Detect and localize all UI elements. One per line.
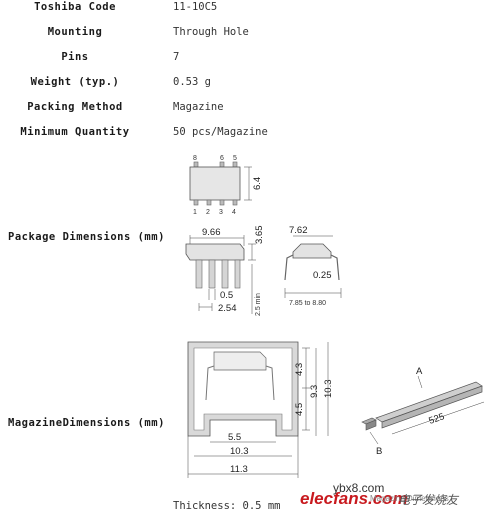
spec-label-packing-method: Packing Method xyxy=(27,101,123,113)
spec-value-pins: 7 xyxy=(173,51,180,63)
spec-label-pins: Pins xyxy=(61,51,89,63)
pin-label-6: 6 xyxy=(220,155,224,162)
dim-magazine-w2: 10.3 xyxy=(230,446,249,457)
dim-lead-thickness: 0.25 xyxy=(313,270,332,281)
callout-a: A xyxy=(416,366,423,377)
dim-pin-width: 0.5 xyxy=(220,290,233,301)
pin-label-5: 5 xyxy=(233,155,237,162)
dim-body-height: 3.65 xyxy=(254,226,265,245)
dim-lead-length: 2.5 min xyxy=(255,293,262,316)
dim-magazine-h2: 4.5 xyxy=(294,403,305,416)
dim-length: 9.66 xyxy=(202,227,221,238)
watermark-logo: elecfans.com xyxy=(300,489,408,508)
dim-lead-span: 7.85 to 8.80 xyxy=(289,300,326,307)
watermark-faint-text: Magazine Dimensions xyxy=(370,494,449,503)
watermark-url: ybx8.com xyxy=(333,481,385,495)
callout-b: B xyxy=(376,446,382,457)
package-end-view: 7.62 0.25 7.85 to 8.80 xyxy=(284,225,342,307)
spec-label-minimum-quantity: Minimum Quantity xyxy=(20,126,130,138)
pin-label-4: 4 xyxy=(232,209,236,216)
package-side-view: 9.66 3.65 2.5 min 0.5 2.54 xyxy=(185,226,265,316)
dim-row-span: 7.62 xyxy=(289,225,308,236)
dim-magazine-w3: 11.3 xyxy=(230,464,248,475)
dim-magazine-length: 525 xyxy=(427,411,446,427)
spec-value-packing-method: Magazine xyxy=(173,101,224,113)
watermark-cn: 电子发烧友 xyxy=(398,493,459,507)
spec-label-mounting: Mounting xyxy=(47,26,103,38)
magazine-thickness: Thickness: 0.5 mm xyxy=(173,500,281,512)
package-dimensions-label: Package Dimensions (mm) xyxy=(8,231,165,243)
spec-value-toshiba-code: 11-10C5 xyxy=(173,1,218,13)
package-top-view: 8 6 5 1 2 3 4 6.4 xyxy=(189,155,263,216)
pin-label-8: 8 xyxy=(193,155,197,162)
dim-magazine-h4: 10.3 xyxy=(323,380,334,399)
spec-value-minimum-quantity: 50 pcs/Magazine xyxy=(173,126,268,138)
pin-label-3: 3 xyxy=(219,209,223,216)
spec-value-mounting: Through Hole xyxy=(173,26,249,38)
dim-magazine-h3: 9.3 xyxy=(309,385,320,398)
pin-label-1: 1 xyxy=(193,209,197,216)
spec-value-weight: 0.53 g xyxy=(173,76,211,88)
dim-magazine-w1: 5.5 xyxy=(228,432,241,443)
pin-label-2: 2 xyxy=(206,209,210,216)
dim-pitch: 2.54 xyxy=(218,303,237,314)
magazine-cross-section: 4.3 4.5 9.3 10.3 5.5 10.3 11.3 xyxy=(187,341,334,478)
magazine-isometric-view: A 525 B xyxy=(361,366,485,457)
spec-label-weight: Weight (typ.) xyxy=(30,76,120,88)
magazine-dimensions-label: MagazineDimensions (mm) xyxy=(8,417,165,429)
spec-label-toshiba-code: Toshiba Code xyxy=(34,1,116,13)
dim-magazine-h1: 4.3 xyxy=(294,363,305,376)
dim-height-top: 6.4 xyxy=(252,177,263,190)
